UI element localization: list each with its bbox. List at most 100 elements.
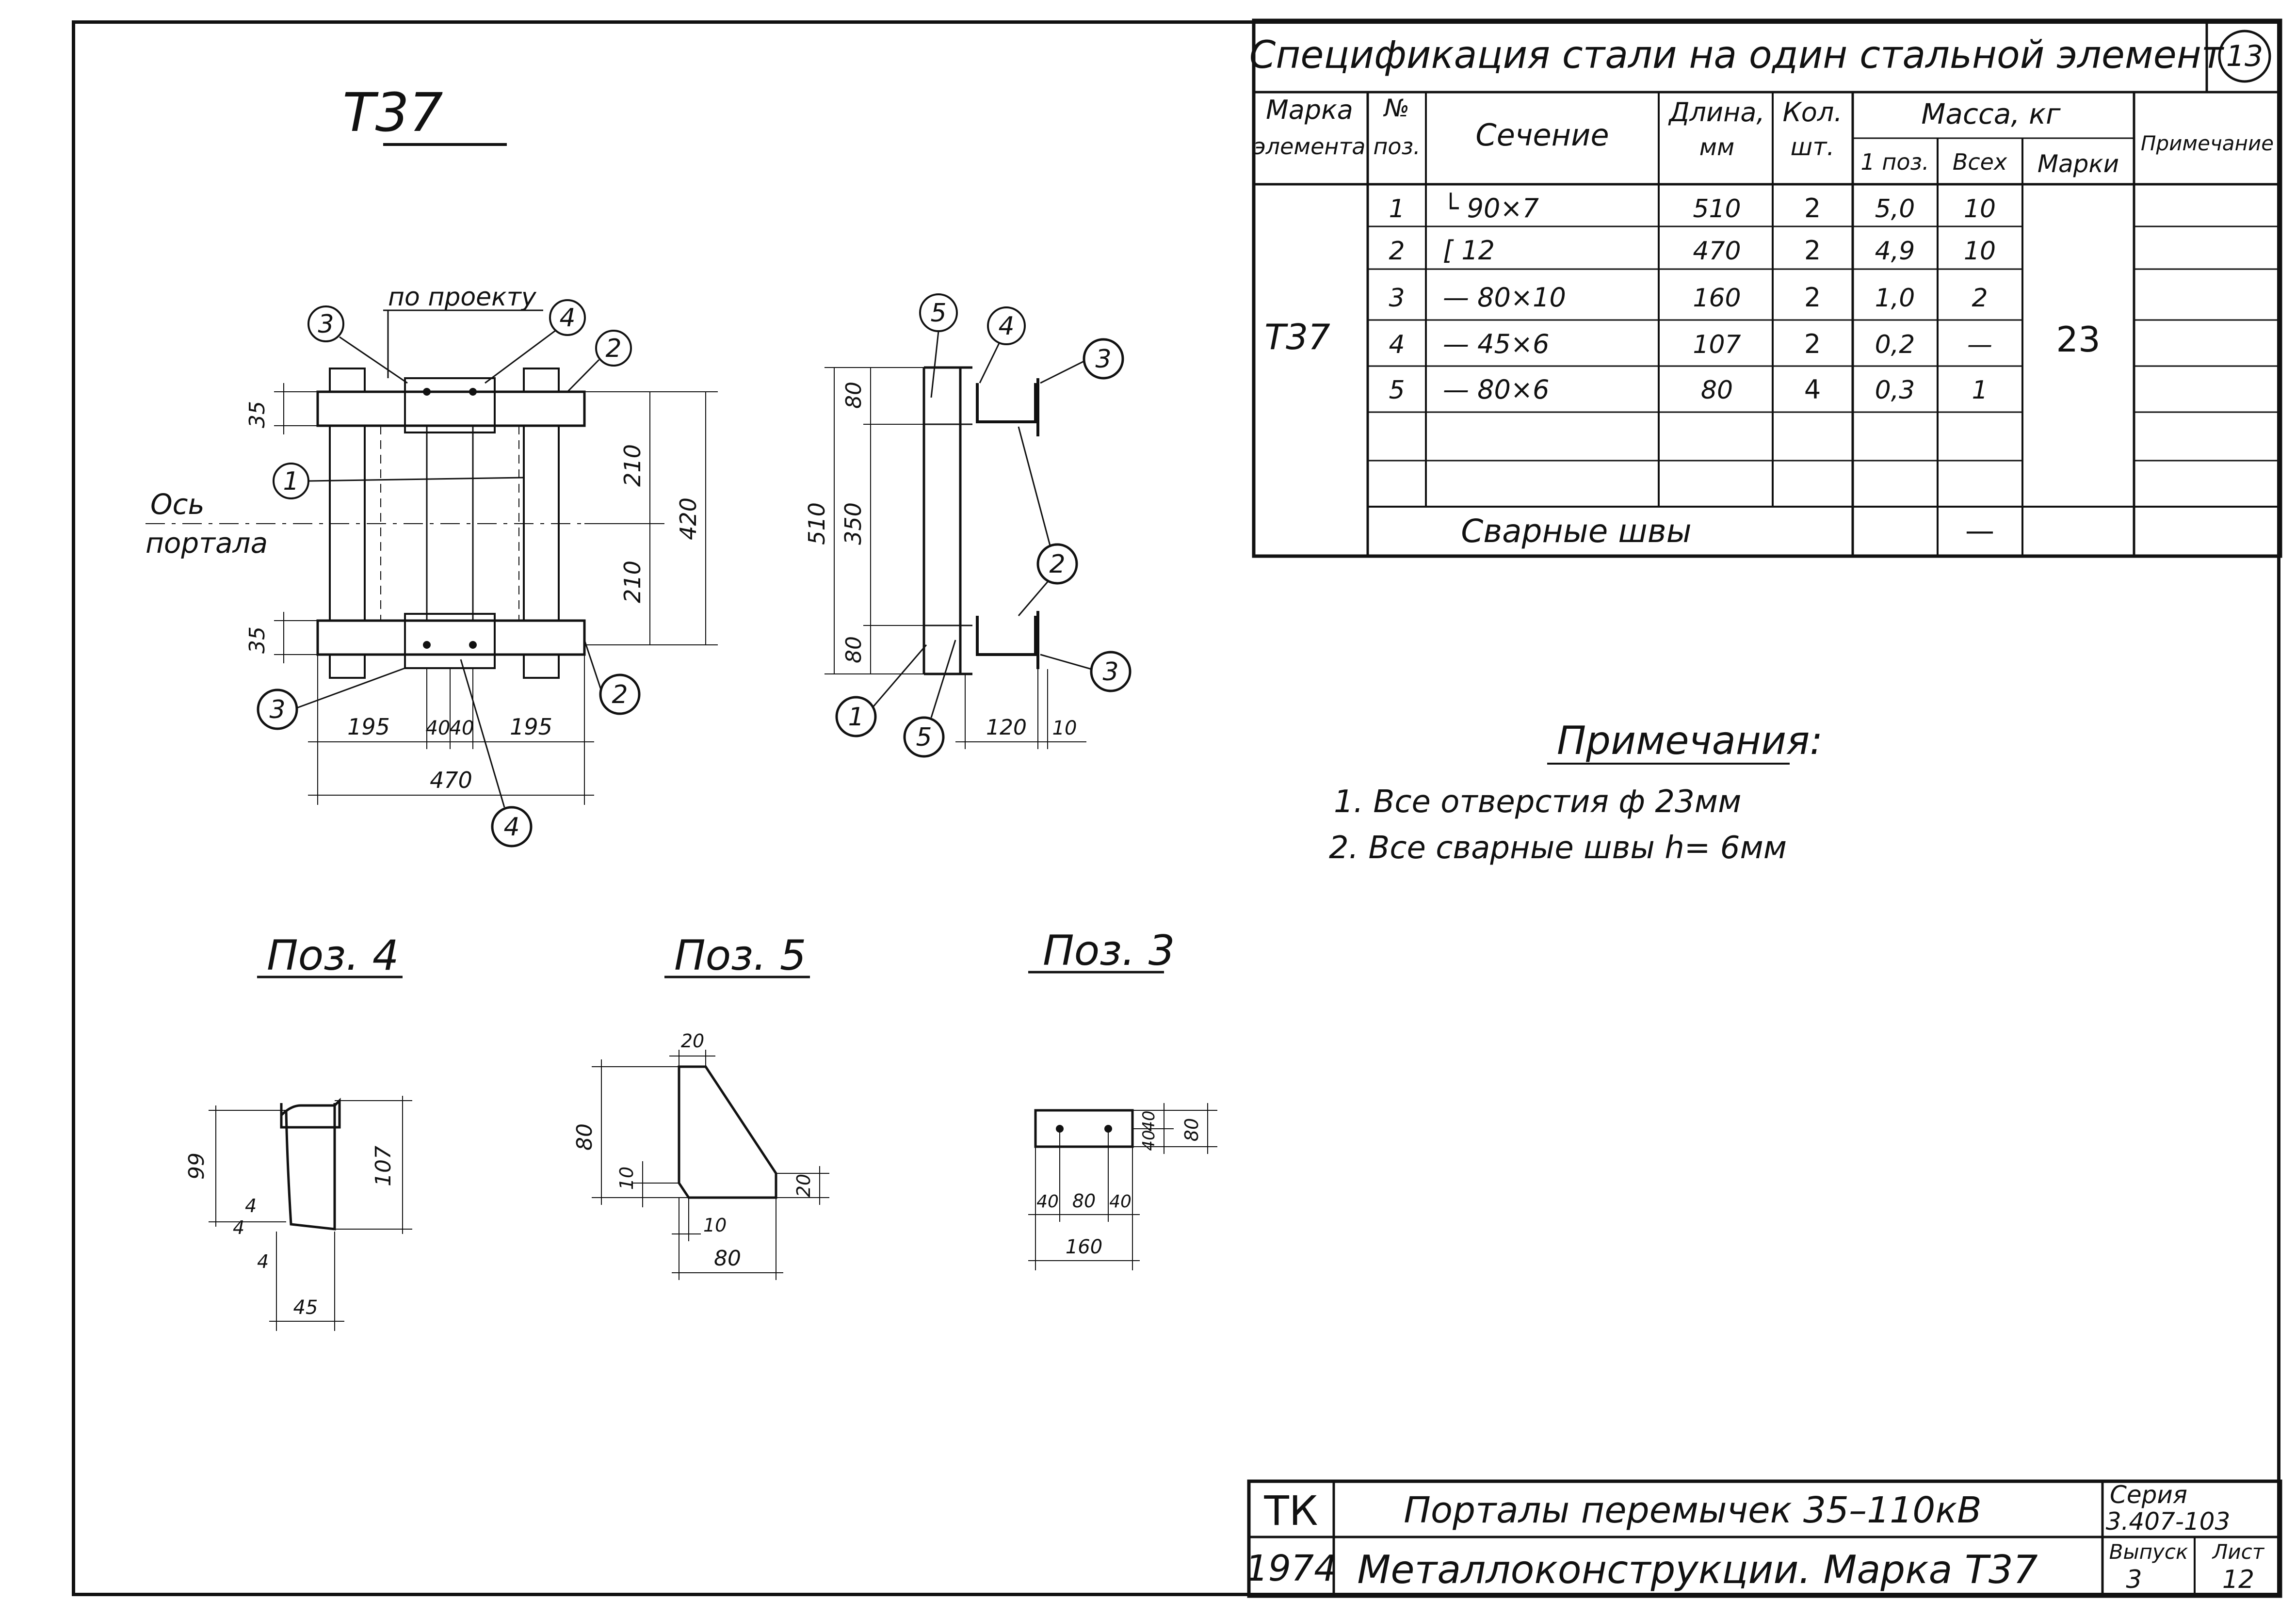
poz3-dim-40b: 40 bbox=[1139, 1130, 1159, 1151]
detail-poz4: Поз. 4 99 107 4 4 4 45 bbox=[184, 931, 412, 1331]
callout-4-plan-bottom bbox=[491, 806, 533, 848]
plan-angle-stub bbox=[523, 654, 560, 679]
spec-title: Спецификация стали на один стальной элем… bbox=[1249, 33, 2225, 77]
title-block: ТК 1974 Порталы перемычек 35–110кВ Метал… bbox=[1245, 1479, 2282, 1598]
poz4-shape bbox=[285, 1103, 336, 1231]
poz3-dim-80h: 80 bbox=[1072, 1190, 1096, 1212]
dim-35-top: 35 bbox=[245, 401, 270, 428]
side-callout-circle bbox=[903, 716, 945, 758]
tb-sheet-label: Лист bbox=[2212, 1540, 2265, 1564]
spec-table: Спецификация стали на один стальной элем… bbox=[1249, 18, 2282, 558]
dim-side-120: 120 bbox=[986, 715, 1027, 740]
dim-195-b: 195 bbox=[510, 714, 552, 740]
main-title-text: Т37 bbox=[342, 81, 443, 144]
callout-3-plan-top bbox=[307, 305, 344, 342]
spec-cell: 2 bbox=[1972, 284, 1988, 313]
callout-text: 3 bbox=[269, 695, 285, 724]
dim-420: 420 bbox=[675, 497, 701, 540]
spec-outer-border bbox=[1252, 18, 2282, 558]
notes: Примечания: 1. Все отверстия ф 23мм 2. В… bbox=[1329, 718, 1823, 866]
poz3-dim-40d: 40 bbox=[1109, 1192, 1132, 1212]
dim-side-350: 350 bbox=[840, 502, 866, 545]
spec-cell: 5,0 bbox=[1875, 194, 1915, 224]
side-callout-circle bbox=[1083, 338, 1124, 380]
side-line bbox=[930, 640, 956, 718]
spec-cell: 470 bbox=[1693, 237, 1741, 266]
spec-cell: 2 bbox=[1804, 329, 1821, 359]
spec-cell: 160 bbox=[1693, 284, 1741, 313]
spec-row-1: 1 └ 90×7 510 2 5,0 10 bbox=[1389, 192, 1996, 224]
side-line bbox=[930, 331, 939, 398]
spec-cell: 2 bbox=[1804, 235, 1821, 266]
hdr-length-1: Длина, bbox=[1668, 97, 1764, 128]
callout-text: 4 bbox=[998, 312, 1014, 341]
poz4-dim-4c: 4 bbox=[257, 1251, 269, 1272]
spec-cell: — 80×10 bbox=[1443, 282, 1566, 313]
axis-label-1: Ось bbox=[150, 488, 205, 521]
dim-side-10: 10 bbox=[1052, 717, 1077, 739]
callout-text: 5 bbox=[930, 299, 946, 328]
poz5-dim-80v: 80 bbox=[572, 1123, 597, 1151]
spec-cell: 4,9 bbox=[1875, 237, 1915, 266]
poz3-dim-160: 160 bbox=[1066, 1236, 1102, 1258]
plan-top-channel bbox=[316, 390, 586, 427]
tb-issue-value: 3 bbox=[2126, 1565, 2142, 1594]
spec-row-2: 2 [ 12 470 2 4,9 10 bbox=[1389, 235, 1996, 266]
poz4-dim-4b: 4 bbox=[233, 1217, 244, 1238]
label-po-proektu: по проекту bbox=[388, 283, 537, 312]
spec-cell: — bbox=[1967, 330, 1992, 359]
callout-text: 2 bbox=[1049, 550, 1065, 579]
tb-org: ТК bbox=[1264, 1487, 1318, 1535]
callout-text: 3 bbox=[1102, 657, 1118, 687]
poz5-dim-20a: 20 bbox=[681, 1030, 704, 1052]
dim-40-b: 40 bbox=[450, 717, 474, 739]
poz3-title: Поз. 3 bbox=[1043, 927, 1175, 975]
spec-cell: 510 bbox=[1693, 194, 1741, 224]
tb-issue-label: Выпуск bbox=[2109, 1540, 2188, 1564]
tb-sheet-value: 12 bbox=[2222, 1565, 2254, 1594]
poz4-title: Поз. 4 bbox=[267, 931, 399, 980]
side-line bbox=[979, 343, 1000, 384]
dim-210-b: 210 bbox=[619, 560, 646, 603]
poz4-dim-4a: 4 bbox=[245, 1195, 257, 1217]
dim-side-80-a: 80 bbox=[841, 382, 866, 409]
note-2: 2. Все сварные швы h= 6мм bbox=[1329, 830, 1787, 866]
plan-bottom-plate bbox=[404, 613, 496, 669]
tb-series-label: Серия bbox=[2110, 1481, 2187, 1509]
bolt-hole bbox=[1104, 1125, 1112, 1133]
dim-40-a: 40 bbox=[426, 717, 451, 739]
mark-mass: 23 bbox=[2056, 319, 2101, 360]
dim-210-a: 210 bbox=[619, 444, 646, 487]
notes-title: Примечания: bbox=[1557, 718, 1823, 763]
poz4-shape bbox=[280, 1097, 341, 1127]
note-1: 1. Все отверстия ф 23мм bbox=[1334, 784, 1741, 820]
plan-line bbox=[460, 659, 505, 808]
side-top-channel bbox=[976, 383, 1037, 423]
side-callout-circle bbox=[1090, 651, 1132, 692]
callout-3-plan-bottom bbox=[257, 688, 298, 730]
poz4-dim-99: 99 bbox=[184, 1153, 209, 1180]
spec-cell: 2 bbox=[1389, 237, 1405, 266]
welds-label: Сварные швы bbox=[1461, 512, 1692, 550]
callout-text: 3 bbox=[1095, 345, 1111, 374]
spec-cell: 0,2 bbox=[1875, 330, 1915, 359]
sheet-number: 13 bbox=[2226, 39, 2263, 73]
callout-text: 1 bbox=[848, 703, 864, 732]
plan-line bbox=[296, 667, 405, 709]
plan-angle-stub bbox=[523, 368, 560, 393]
callout-text: 3 bbox=[318, 310, 334, 339]
callout-text: 4 bbox=[503, 813, 519, 842]
poz4-dim-107: 107 bbox=[371, 1146, 396, 1186]
hdr-mass-one: 1 поз. bbox=[1860, 149, 1929, 175]
tb-series-value: 3.407-103 bbox=[2106, 1507, 2231, 1536]
dim-470: 470 bbox=[430, 767, 472, 793]
spec-row-3: 3 — 80×10 160 2 1,0 2 bbox=[1389, 282, 1988, 313]
spec-row-4: 4 — 45×6 107 2 0,2 — bbox=[1389, 329, 1992, 359]
hdr-length-2: мм bbox=[1699, 134, 1734, 161]
hdr-qty-2: шт. bbox=[1791, 133, 1835, 161]
poz5-dim-10h: 10 bbox=[703, 1215, 727, 1236]
spec-cell: 4 bbox=[1804, 374, 1821, 405]
spec-cell: 10 bbox=[1964, 194, 1996, 224]
dim-195-a: 195 bbox=[347, 714, 390, 740]
